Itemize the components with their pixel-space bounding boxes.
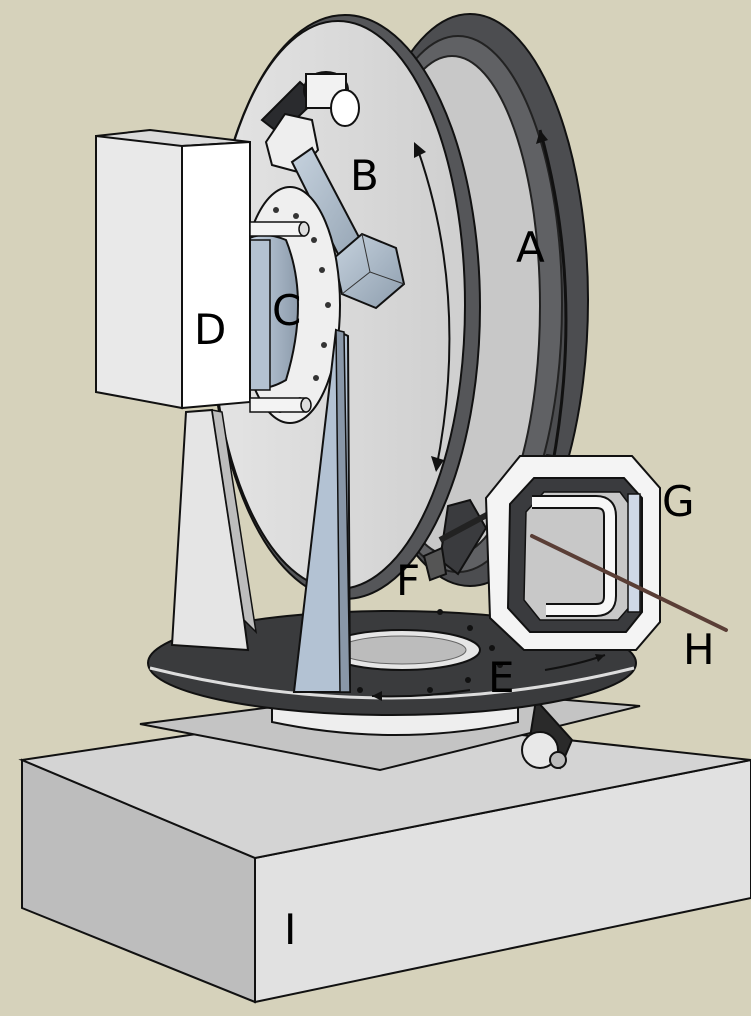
label-c: C [272,286,301,335]
label-f: F [396,556,420,605]
coil-frame [484,455,661,651]
label-h: H [683,625,715,674]
label-d: D [194,305,226,354]
label-b: B [350,151,379,200]
label-g: G [662,477,695,526]
rods [249,221,312,413]
probe-rod [530,534,728,632]
label-a: A [516,223,545,272]
label-i: I [284,905,296,954]
hub [239,186,341,424]
pulley [521,697,574,770]
support-legs [170,328,352,693]
base-block [18,712,751,1004]
box-d [95,128,251,410]
bolt [260,71,406,310]
label-e: E [488,653,515,702]
